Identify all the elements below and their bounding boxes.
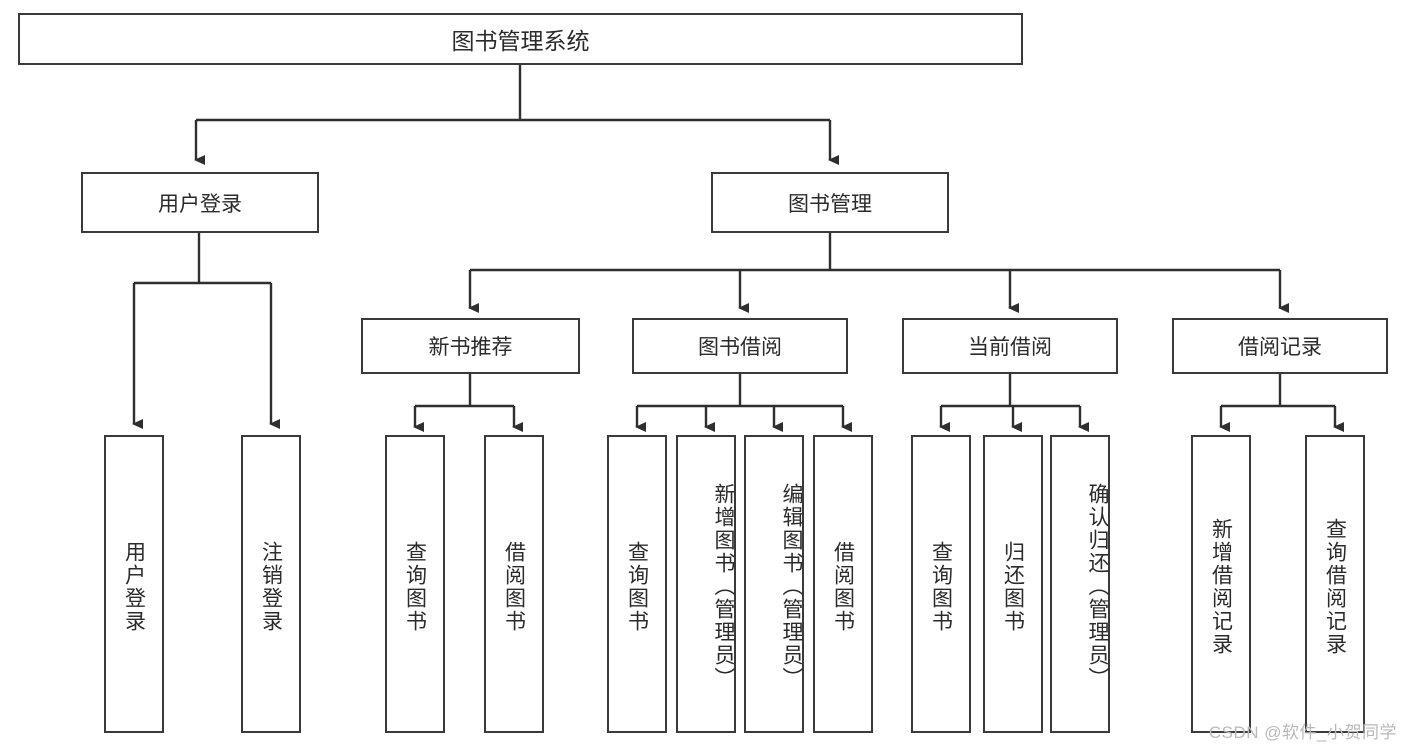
node-leaf-query-record-label: 查询借阅记录	[1323, 518, 1347, 656]
node-leaf-borrow-book-1[interactable]: 借阅图书	[484, 435, 544, 733]
node-book-borrow[interactable]: 图书借阅	[632, 318, 848, 374]
node-user-login-label: 用户登录	[158, 192, 242, 216]
node-leaf-logout[interactable]: 注销登录	[241, 435, 301, 733]
node-leaf-borrow-book-1-label: 借阅图书	[502, 541, 526, 633]
node-leaf-confirm-return-label: 确认归还（管理员）	[1086, 482, 1109, 690]
node-leaf-edit-book-label: 编辑图书（管理员）	[780, 482, 803, 690]
node-leaf-edit-book[interactable]: 编辑图书（管理员）	[744, 435, 804, 733]
node-leaf-query-book-3[interactable]: 查询图书	[911, 435, 971, 733]
node-leaf-query-book-2-label: 查询图书	[625, 541, 649, 633]
node-leaf-add-record[interactable]: 新增借阅记录	[1191, 435, 1251, 733]
node-book-manage[interactable]: 图书管理	[711, 172, 949, 233]
node-leaf-add-book-label: 新增图书（管理员）	[712, 482, 735, 690]
node-leaf-add-book[interactable]: 新增图书（管理员）	[676, 435, 736, 733]
node-leaf-logout-label: 注销登录	[259, 541, 283, 633]
node-book-manage-label: 图书管理	[788, 192, 872, 216]
node-book-borrow-label: 图书借阅	[698, 336, 782, 359]
node-leaf-borrow-book-2-label: 借阅图书	[831, 541, 855, 633]
node-leaf-confirm-return[interactable]: 确认归还（管理员）	[1050, 435, 1110, 733]
node-leaf-query-book-2[interactable]: 查询图书	[607, 435, 667, 733]
node-leaf-user-login-label: 用户登录	[122, 541, 146, 633]
node-leaf-query-record[interactable]: 查询借阅记录	[1305, 435, 1365, 733]
node-current-borrow[interactable]: 当前借阅	[902, 318, 1118, 374]
node-root[interactable]: 图书管理系统	[18, 13, 1023, 65]
node-new-book-recommend-label: 新书推荐	[428, 336, 513, 359]
node-borrow-record[interactable]: 借阅记录	[1172, 318, 1388, 374]
node-leaf-query-book-3-label: 查询图书	[929, 541, 953, 633]
node-leaf-user-login[interactable]: 用户登录	[104, 435, 164, 733]
node-new-book-recommend[interactable]: 新书推荐	[361, 318, 580, 374]
node-leaf-borrow-book-2[interactable]: 借阅图书	[813, 435, 873, 733]
node-current-borrow-label: 当前借阅	[968, 336, 1052, 359]
node-root-label: 图书管理系统	[451, 28, 590, 54]
node-user-login[interactable]: 用户登录	[81, 172, 319, 233]
watermark-text: CSDN @软件_小贺同学	[1208, 723, 1397, 742]
node-leaf-query-book-1-label: 查询图书	[403, 541, 427, 633]
node-borrow-record-label: 借阅记录	[1238, 336, 1322, 359]
node-leaf-query-book-1[interactable]: 查询图书	[385, 435, 445, 733]
node-leaf-add-record-label: 新增借阅记录	[1209, 518, 1233, 656]
node-leaf-return-book[interactable]: 归还图书	[983, 435, 1043, 733]
node-leaf-return-book-label: 归还图书	[1001, 541, 1025, 633]
